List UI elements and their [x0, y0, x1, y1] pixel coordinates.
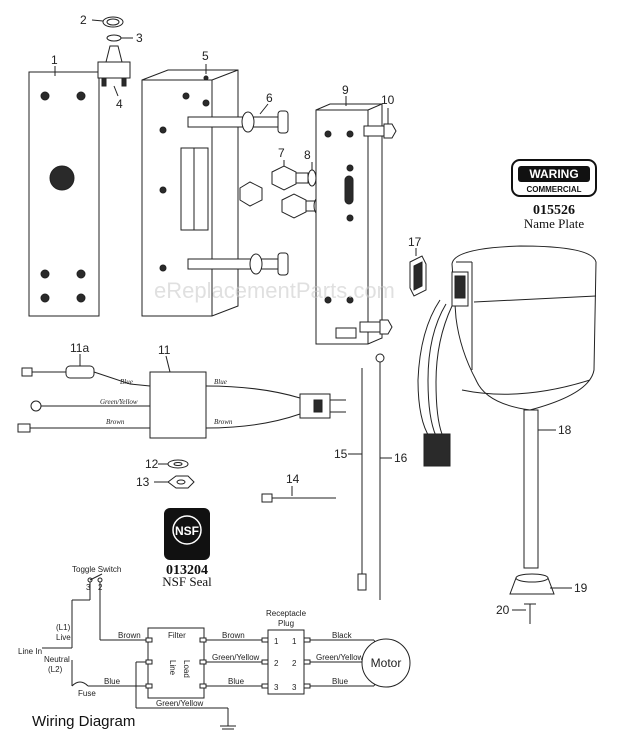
motor-label: Motor [371, 656, 402, 670]
wire-label-brown-in: Brown [106, 418, 125, 426]
callout-16: 16 [394, 451, 408, 465]
callout-14: 14 [286, 472, 300, 486]
nsf-logo: NSF [164, 508, 210, 560]
wiring-diagram-title: Wiring Diagram [32, 713, 135, 730]
callout-17: 17 [408, 235, 422, 249]
callout-13: 13 [136, 475, 150, 489]
part-10-bolts [335, 123, 397, 339]
callout-20: 20 [496, 603, 510, 617]
part-13-nut [167, 475, 195, 489]
svg-text:Load: Load [182, 660, 191, 678]
svg-text:3: 3 [274, 683, 279, 692]
part-12-washer [167, 459, 189, 469]
part-7-bolts [239, 165, 319, 219]
watermark: eReplacementParts.com [154, 278, 395, 303]
callout-6: 6 [266, 91, 273, 105]
part-6-screws [187, 110, 289, 276]
callout-11: 11 [158, 343, 171, 357]
svg-text:Live: Live [56, 633, 71, 642]
callout-12: 12 [145, 457, 159, 471]
part-17-clip [409, 255, 427, 297]
callout-11a: 11a [70, 341, 89, 355]
svg-text:Blue: Blue [104, 677, 121, 686]
svg-text:3: 3 [292, 683, 297, 692]
svg-text:Blue: Blue [332, 677, 349, 686]
callout-7: 7 [278, 146, 285, 160]
part-20-screw [524, 603, 536, 624]
toggle-switch-label: Toggle Switch [72, 565, 121, 574]
wire-label-brown-out: Brown [214, 418, 233, 426]
svg-text:Receptacle: Receptacle [266, 609, 307, 618]
svg-text:WARING: WARING [529, 167, 578, 181]
part-16-wire [375, 353, 385, 600]
nsf-part-number: 013204 [166, 563, 208, 578]
nameplate-part-number: 015526 [533, 203, 575, 218]
svg-text:Plug: Plug [278, 619, 294, 628]
nameplate-caption: Name Plate [524, 216, 585, 231]
part-9-rear-plate [315, 103, 383, 345]
part-11-filter-harness [17, 371, 346, 439]
svg-text:Black: Black [332, 631, 353, 640]
svg-text:Green/Yellow: Green/Yellow [316, 653, 364, 662]
fuse-label: Fuse [78, 689, 96, 698]
callout-4: 4 [116, 97, 123, 111]
callout-5: 5 [202, 49, 209, 63]
part-3-washer [106, 34, 122, 42]
svg-text:Brown: Brown [118, 631, 141, 640]
svg-text:(L1): (L1) [56, 623, 71, 632]
callout-18: 18 [558, 423, 572, 437]
svg-text:1: 1 [292, 637, 297, 646]
wire-label-blue-out: Blue [214, 378, 227, 386]
waring-logo: WARING COMMERCIAL [511, 159, 597, 197]
svg-text:Brown: Brown [222, 631, 245, 640]
callout-9: 9 [342, 83, 349, 97]
callout-10: 10 [381, 93, 395, 107]
part-11a-fuse-holder [21, 365, 131, 385]
callout-19: 19 [574, 581, 588, 595]
part-15-wire [357, 368, 367, 591]
callout-2: 2 [80, 13, 87, 27]
svg-text:(L2): (L2) [48, 665, 63, 674]
svg-text:NSF: NSF [175, 524, 199, 538]
part-14-cable-tie [261, 493, 336, 503]
callout-8: 8 [304, 148, 311, 162]
part-18-motor [417, 245, 597, 569]
svg-text:Line: Line [168, 660, 177, 676]
svg-text:Green/Yellow: Green/Yellow [212, 653, 260, 662]
svg-text:2: 2 [274, 659, 279, 668]
svg-text:2: 2 [292, 659, 297, 668]
svg-text:3: 3 [86, 583, 91, 592]
part-19-bushing [509, 573, 555, 595]
svg-text:COMMERCIAL: COMMERCIAL [526, 185, 581, 194]
part-1-front-plate [28, 71, 100, 317]
wire-label-blue-in: Blue [120, 378, 133, 386]
svg-text:Neutral: Neutral [44, 655, 70, 664]
part-2-nut [102, 16, 124, 28]
svg-text:1: 1 [274, 637, 279, 646]
filter-label: Filter [168, 631, 186, 640]
line-in-label: Line In [18, 647, 42, 656]
callout-15: 15 [334, 447, 348, 461]
nsf-caption: NSF Seal [162, 574, 212, 589]
callout-1: 1 [51, 53, 58, 67]
part-4-toggle-switch [97, 45, 131, 87]
svg-text:Green/Yellow: Green/Yellow [156, 699, 204, 708]
wiring-diagram: Toggle Switch 3 2 (L1) Live Line In Neut… [18, 565, 411, 730]
callout-3: 3 [136, 31, 143, 45]
wire-label-gy-in: Green/Yellow [100, 398, 138, 406]
svg-text:Blue: Blue [228, 677, 245, 686]
